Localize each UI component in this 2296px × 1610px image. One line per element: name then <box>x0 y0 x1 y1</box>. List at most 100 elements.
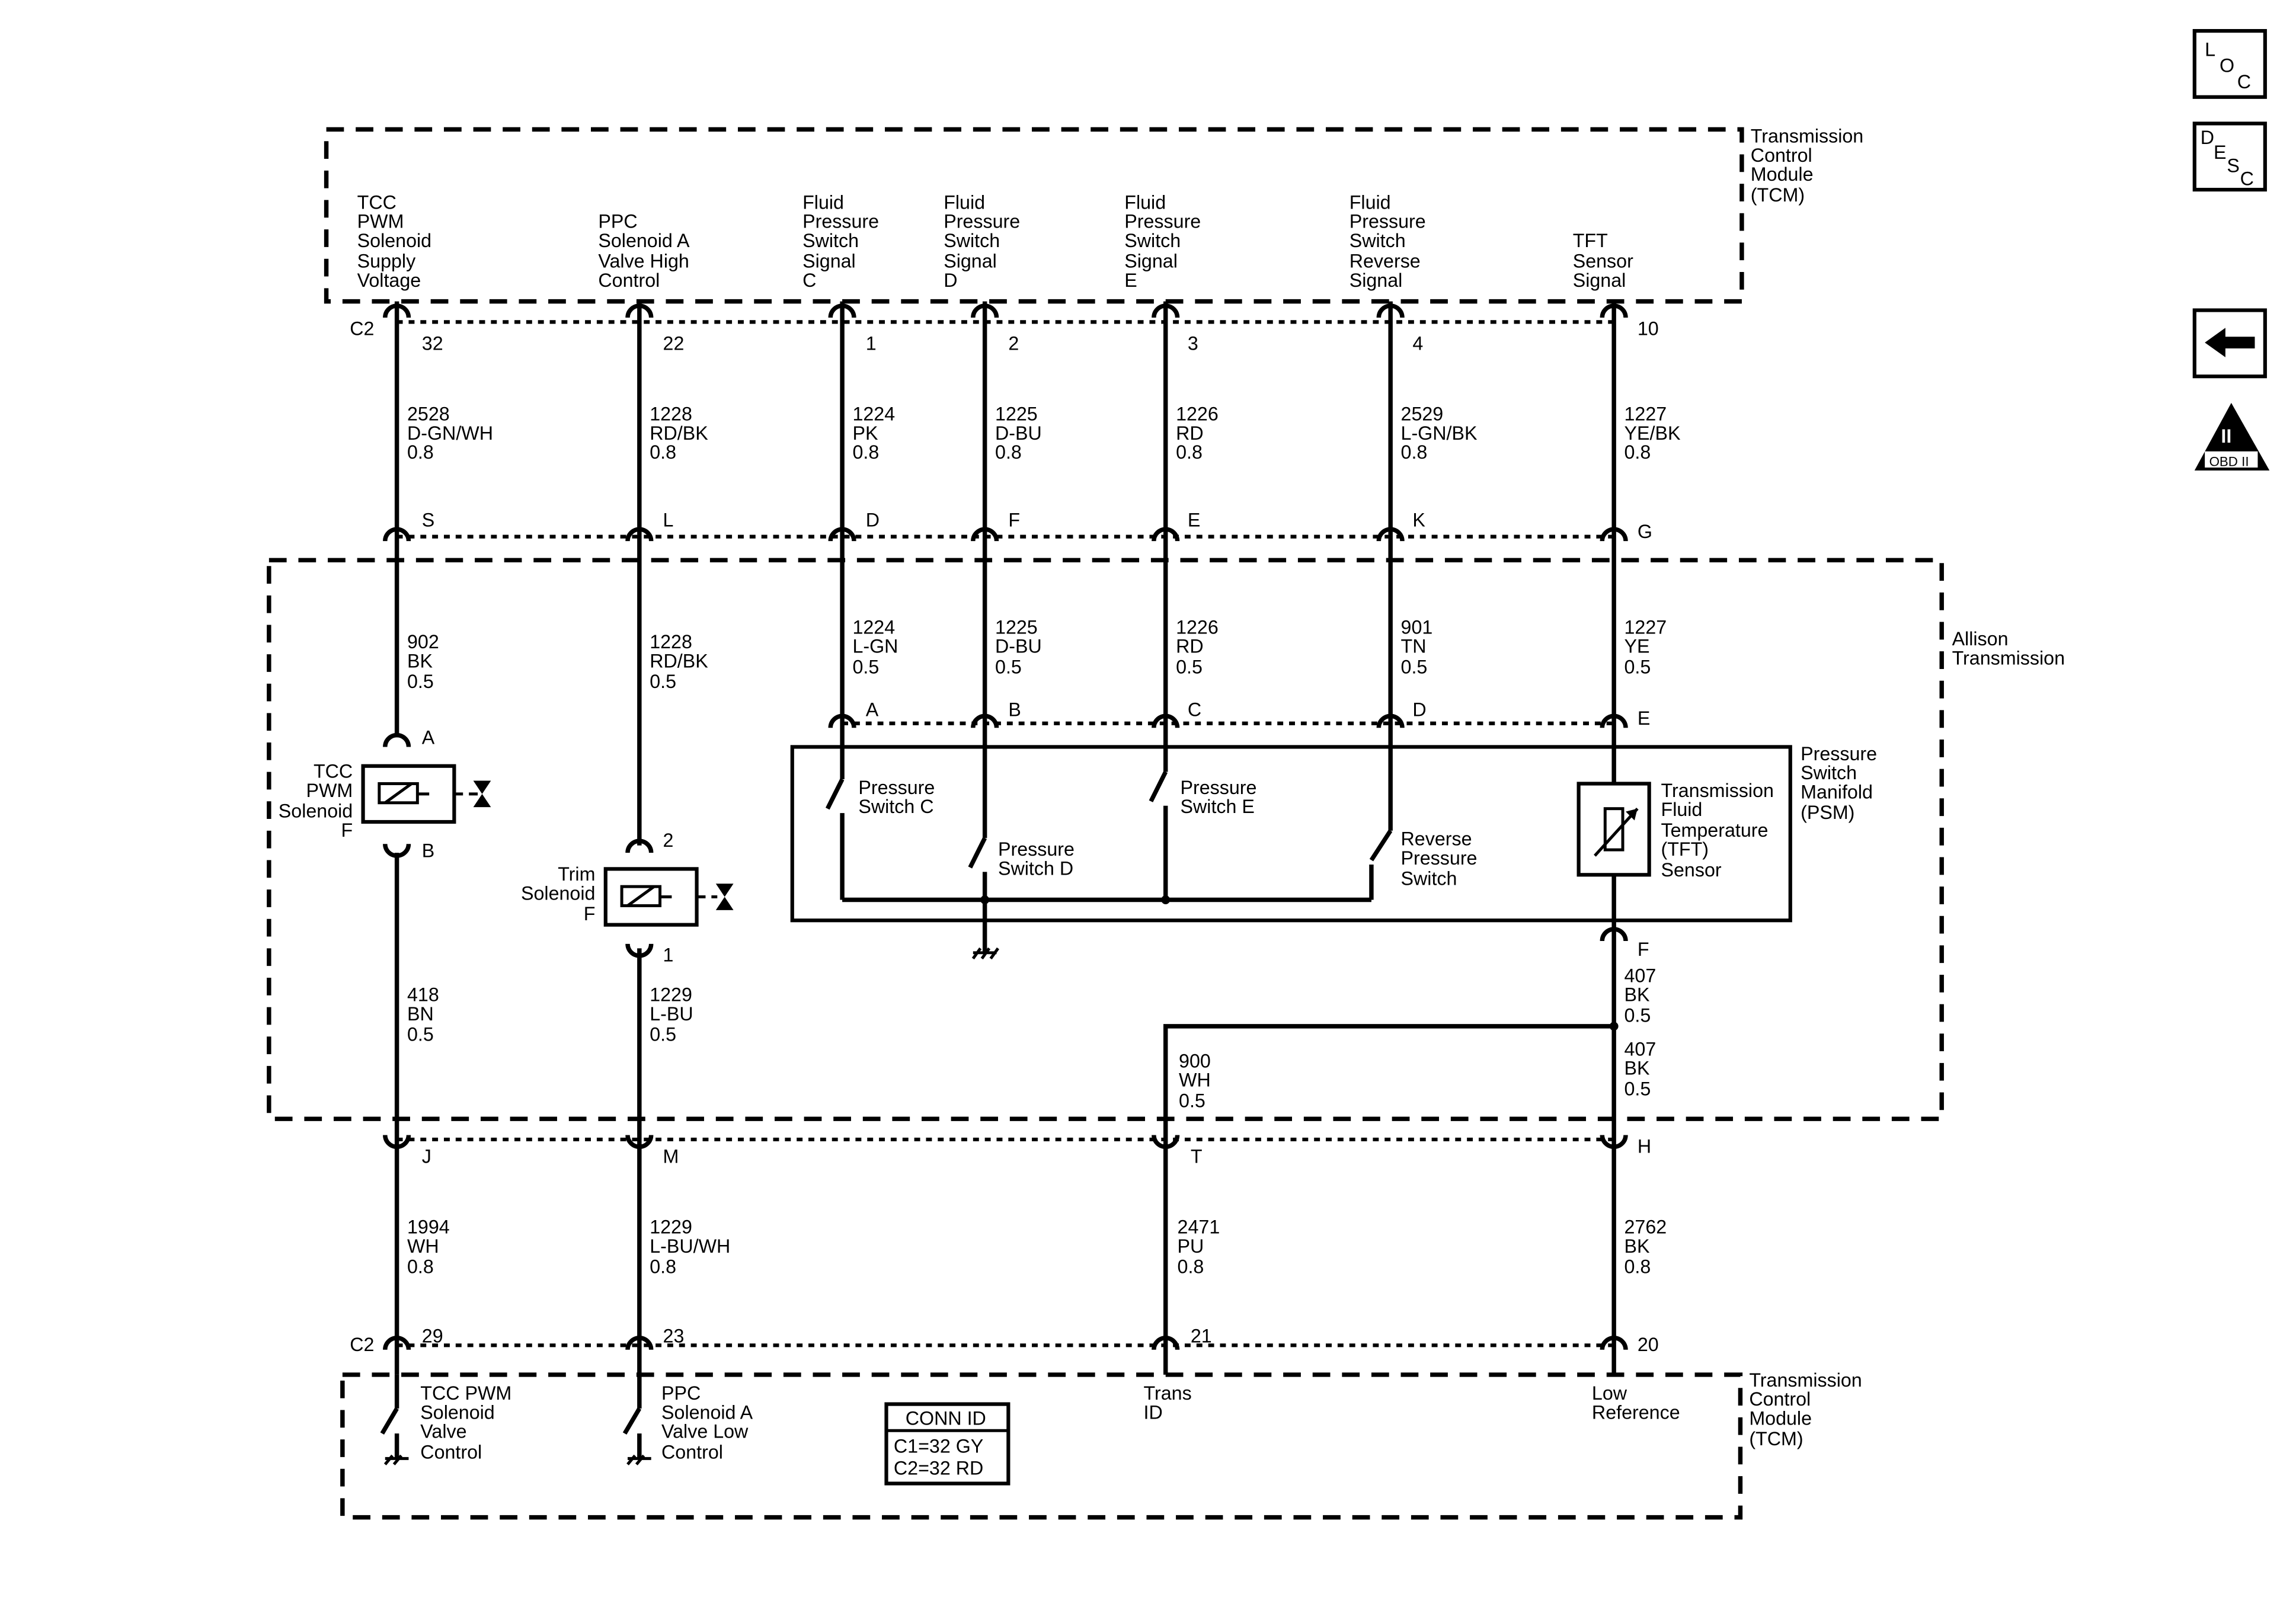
svg-text:Control: Control <box>1751 145 1812 166</box>
svg-text:407: 407 <box>1625 965 1657 986</box>
svg-text:L-BU: L-BU <box>650 1003 693 1025</box>
svg-text:Solenoid: Solenoid <box>357 230 431 251</box>
svg-text:Control: Control <box>661 1441 723 1462</box>
svg-text:Control: Control <box>1749 1388 1811 1410</box>
svg-text:RD/BK: RD/BK <box>650 422 708 444</box>
svg-text:1227: 1227 <box>1625 404 1667 425</box>
svg-text:Fluid: Fluid <box>1350 191 1391 213</box>
svg-text:2471: 2471 <box>1178 1217 1220 1238</box>
svg-text:D-BU: D-BU <box>995 422 1042 444</box>
svg-text:S: S <box>2227 155 2240 176</box>
svg-text:1229: 1229 <box>650 984 692 1006</box>
allison-transmission-boundary <box>267 558 1944 1121</box>
svg-text:D: D <box>866 509 880 530</box>
label-fps-e: Fluid Pressure Switch Signal E <box>1124 191 1201 291</box>
tcm-low-side-drivers <box>380 1374 651 1465</box>
svg-text:0.5: 0.5 <box>1625 656 1651 677</box>
inline-upper-pins: S L D F E K G <box>422 509 1652 542</box>
svg-text:A: A <box>866 699 879 720</box>
c2-top-pins: 32 22 1 2 3 4 10 <box>422 318 1659 354</box>
svg-text:Transmission: Transmission <box>1661 780 1774 801</box>
svg-text:C2=32 RD: C2=32 RD <box>894 1458 983 1479</box>
svg-text:B: B <box>422 840 435 862</box>
svg-text:PPC: PPC <box>598 211 637 232</box>
svg-text:RD/BK: RD/BK <box>650 650 708 671</box>
svg-text:0.8: 0.8 <box>407 1256 434 1278</box>
svg-text:TCC PWM: TCC PWM <box>420 1382 511 1404</box>
loc-button[interactable]: L O C <box>2192 29 2267 99</box>
svg-text:CONN ID: CONN ID <box>906 1407 986 1429</box>
svg-text:0.5: 0.5 <box>1625 1004 1651 1026</box>
c2-bottom-label: C2 <box>350 1334 374 1355</box>
svg-text:RD: RD <box>1176 636 1204 657</box>
svg-text:Signal: Signal <box>1350 270 1403 291</box>
svg-text:Transmission: Transmission <box>1749 1369 1862 1391</box>
svg-text:F: F <box>1008 509 1020 530</box>
svg-text:J: J <box>422 1146 431 1167</box>
svg-text:L-GN/BK: L-GN/BK <box>1401 422 1478 444</box>
svg-text:PPC: PPC <box>661 1382 701 1404</box>
svg-text:4: 4 <box>1412 333 1423 354</box>
valve-icon <box>715 884 734 897</box>
svg-text:0.8: 0.8 <box>650 1256 676 1278</box>
svg-text:0.5: 0.5 <box>650 1024 676 1045</box>
svg-text:Valve High: Valve High <box>598 251 689 272</box>
label-fps-reverse: Fluid Pressure Switch Reverse Signal <box>1350 191 1426 291</box>
conn-id-box: CONN ID C1=32 GY C2=32 RD <box>884 1402 1011 1486</box>
svg-text:Trans: Trans <box>1144 1382 1192 1404</box>
svg-text:PK: PK <box>852 422 878 444</box>
psm-connector-pins: A B C D E <box>866 699 1651 729</box>
svg-text:G: G <box>1638 521 1652 542</box>
svg-text:1225: 1225 <box>995 404 1038 425</box>
svg-text:0.5: 0.5 <box>650 671 676 692</box>
wire-trans-id <box>1163 1024 1614 1375</box>
svg-text:Switch D: Switch D <box>998 857 1073 879</box>
svg-text:PU: PU <box>1178 1235 1204 1257</box>
svg-text:3: 3 <box>1188 333 1198 354</box>
svg-text:10: 10 <box>1638 318 1659 340</box>
svg-text:OBD II: OBD II <box>2209 454 2249 469</box>
back-arrow-button[interactable] <box>2192 308 2267 379</box>
svg-text:0.8: 0.8 <box>1178 1256 1204 1278</box>
svg-text:Solenoid A: Solenoid A <box>661 1401 753 1423</box>
svg-text:T: T <box>1191 1146 1203 1167</box>
svg-text:Module: Module <box>1751 164 1814 185</box>
svg-text:0.5: 0.5 <box>1179 1090 1205 1111</box>
svg-text:Fluid: Fluid <box>944 191 985 213</box>
svg-text:0.5: 0.5 <box>1176 656 1203 677</box>
svg-text:A: A <box>422 726 435 748</box>
label-ppc-high: PPC Solenoid A Valve High Control <box>598 211 690 291</box>
svg-text:Signal: Signal <box>1573 270 1626 291</box>
svg-text:C: C <box>802 270 816 291</box>
svg-text:PWM: PWM <box>306 780 353 801</box>
svg-text:D: D <box>944 270 957 291</box>
svg-text:0.5: 0.5 <box>407 1024 434 1045</box>
svg-text:C: C <box>1188 699 1201 720</box>
svg-text:0.5: 0.5 <box>1401 656 1428 677</box>
label-tft-signal: TFT Sensor Signal <box>1573 230 1633 291</box>
svg-text:D: D <box>2201 127 2214 148</box>
tft-sensor: Transmission Fluid Temperature (TFT) Sen… <box>1576 780 1774 960</box>
svg-text:29: 29 <box>422 1325 443 1346</box>
svg-text:0.8: 0.8 <box>1401 441 1428 463</box>
desc-button[interactable]: D E S C <box>2192 121 2267 192</box>
svg-text:1224: 1224 <box>852 404 895 425</box>
svg-text:BK: BK <box>1625 1235 1650 1257</box>
tcm-top-label: Transmission Control Module (TCM) <box>1751 126 1863 206</box>
c2-top-label: C2 <box>350 318 374 340</box>
svg-text:Supply: Supply <box>357 251 416 272</box>
svg-text:F: F <box>584 903 596 924</box>
svg-text:Low: Low <box>1592 1382 1627 1404</box>
svg-text:E: E <box>2214 142 2227 163</box>
svg-text:RD: RD <box>1176 422 1204 444</box>
svg-text:Valve Low: Valve Low <box>661 1421 749 1442</box>
svg-text:0.5: 0.5 <box>407 671 434 692</box>
obd-ii-button[interactable]: II OBD II <box>2194 402 2270 470</box>
